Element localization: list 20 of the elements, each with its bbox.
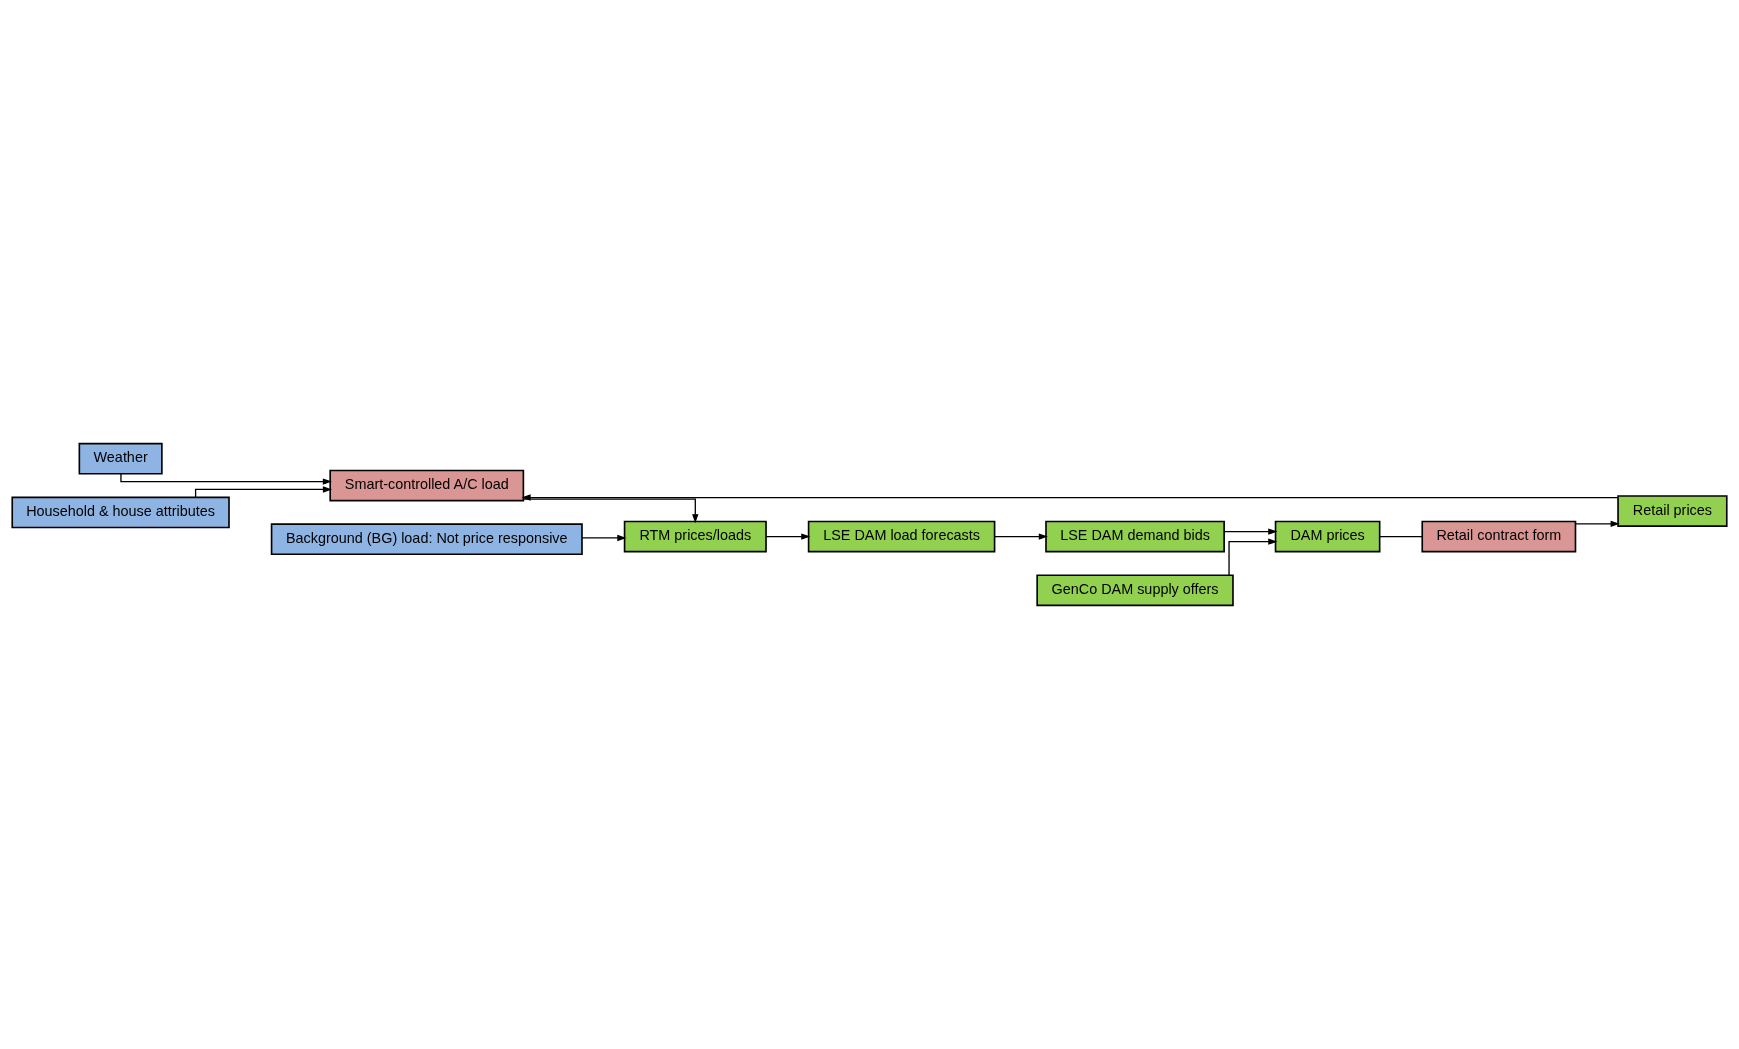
arrow [194, 486, 333, 498]
connector [1379, 535, 1423, 538]
node-box: DAM prices [1274, 520, 1381, 553]
arrow [522, 498, 699, 524]
node-box: LSE DAM demand bids [1045, 520, 1225, 553]
arrow [994, 533, 1048, 540]
node-box: GenCo DAM supply offers [1036, 574, 1234, 607]
arrow [765, 533, 811, 540]
node-box: Smart-controlled A/C load [329, 469, 525, 502]
arrow [1574, 520, 1620, 528]
node-box: Retail prices [1617, 495, 1728, 527]
arrow [1223, 528, 1278, 535]
arrow [581, 534, 627, 542]
node-box: Retail contract form [1421, 520, 1577, 553]
node-box: Background (BG) load: Not price responsive [270, 523, 583, 556]
node-box: LSE DAM load forecasts [807, 520, 996, 553]
node-box: Weather [78, 442, 163, 475]
node-box: RTM prices/loads [623, 520, 767, 553]
arrow [1228, 538, 1278, 576]
node-box: Household & house attributes [11, 496, 230, 529]
